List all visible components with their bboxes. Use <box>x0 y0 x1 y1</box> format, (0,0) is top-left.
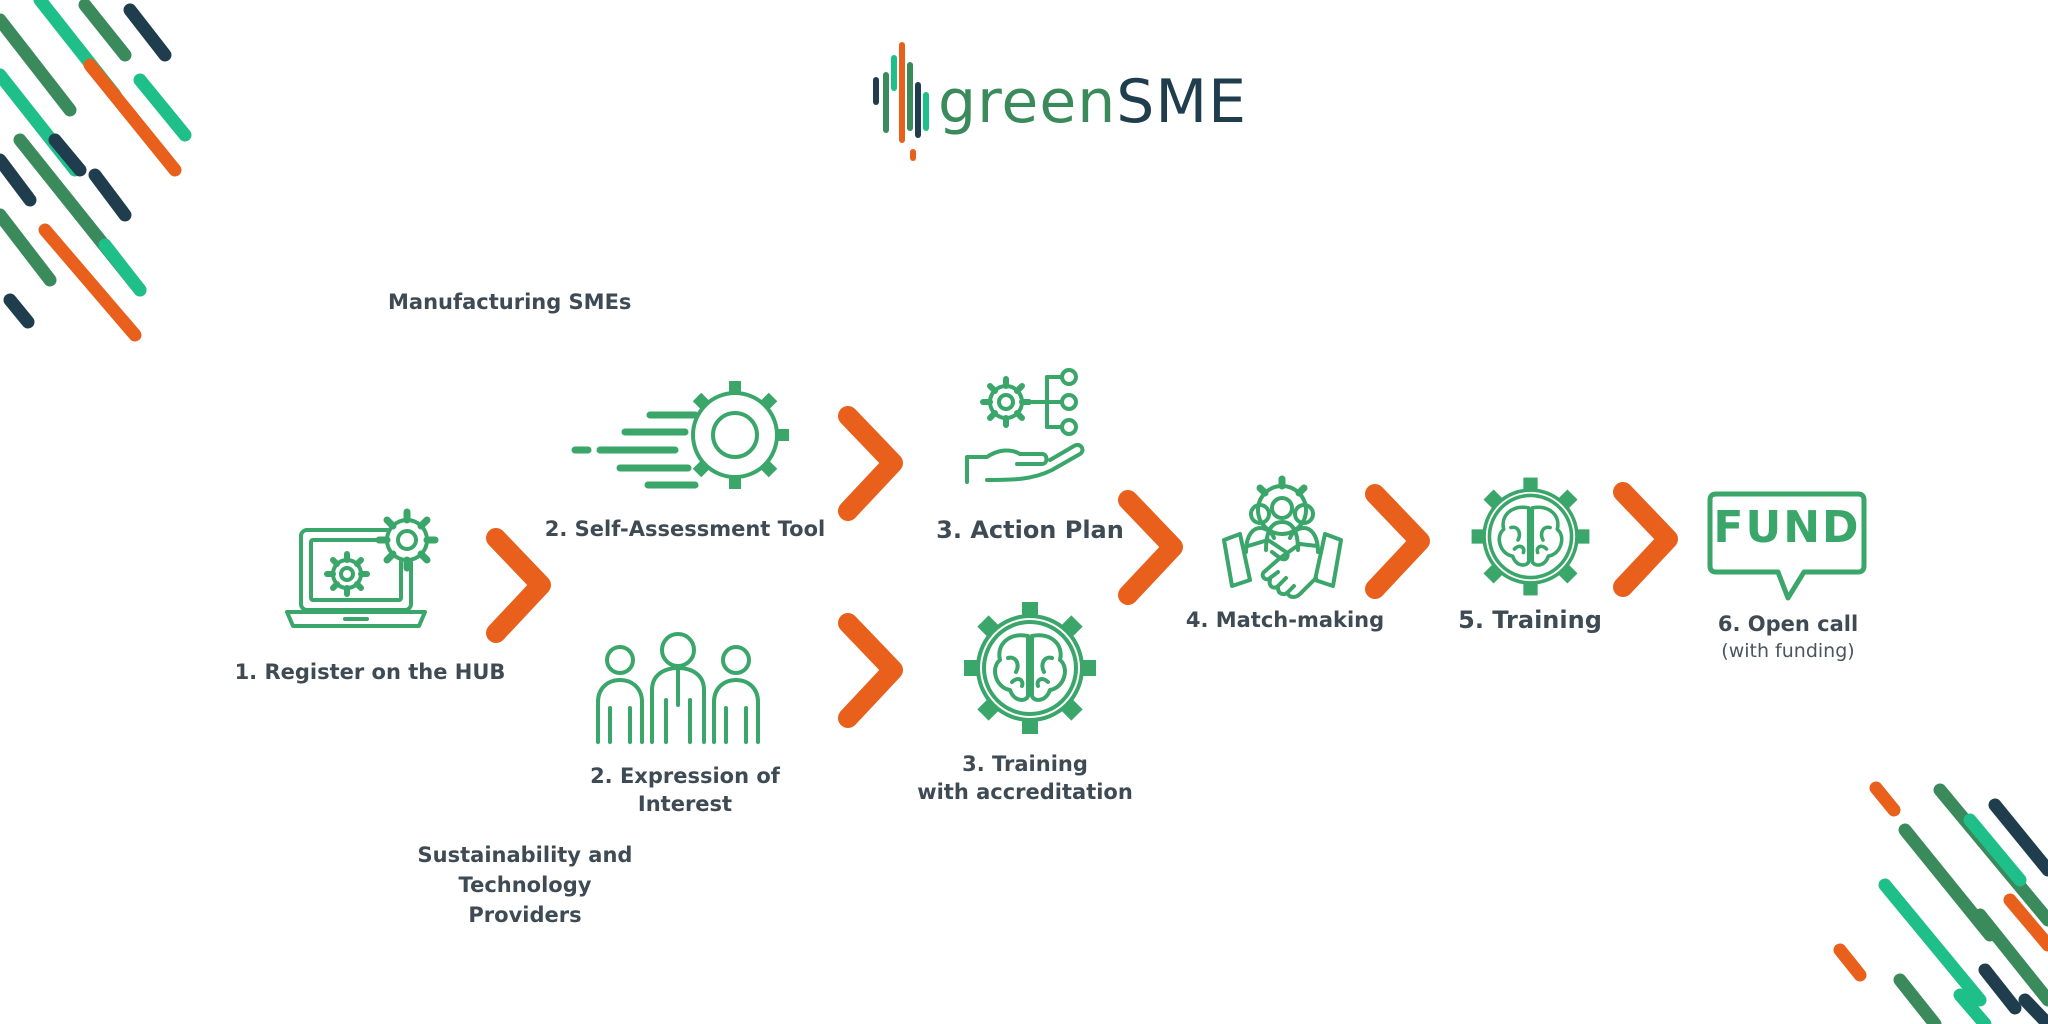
chevron-right-icon <box>1365 484 1430 599</box>
step-label-training-accreditation: 3. Training with accreditation <box>900 750 1150 806</box>
fund-text: FUND <box>1713 502 1861 553</box>
chevron-right-icon <box>1118 490 1183 605</box>
decorative-stripes-top-left <box>0 0 192 342</box>
step-label-open-call: 6. Open call (with funding) <box>1668 612 1908 662</box>
brand-logo: greenSME <box>938 72 1247 132</box>
fund-speech-bubble-icon: FUND <box>1707 488 1868 608</box>
step-label-expression-line1: 2. Expression of <box>590 764 780 788</box>
decorative-stripes-bottom-right <box>1833 781 2048 1024</box>
laptop-gears-icon <box>285 500 445 645</box>
chevron-right-icon <box>838 406 903 521</box>
step-label-expression: 2. Expression of Interest <box>560 762 810 818</box>
step-label-open-call-sub: (with funding) <box>1721 640 1855 662</box>
group-label-manufacturing: Manufacturing SMEs <box>388 290 632 314</box>
step-label-action-plan: 3. Action Plan <box>936 516 1124 544</box>
step-label-training: 5. Training <box>1458 606 1602 634</box>
step-label-open-call-main: 6. Open call <box>1717 612 1859 636</box>
gear-brain-icon <box>1468 474 1593 599</box>
step-label-expression-line2: Interest <box>637 792 733 816</box>
step-label-matchmaking: 4. Match-making <box>1185 608 1385 632</box>
step-label-training-accreditation-line1: 3. Training <box>962 752 1088 776</box>
step-label-register: 1. Register on the HUB <box>234 660 506 684</box>
gear-brain-icon <box>960 598 1100 738</box>
people-group-icon <box>590 630 765 745</box>
speed-gear-icon <box>570 375 795 495</box>
chevron-right-icon <box>838 613 903 728</box>
brand-name-sme: SME <box>1116 67 1248 137</box>
step-label-training-accreditation-line2: with accreditation <box>917 780 1133 804</box>
chevron-right-icon <box>486 528 551 643</box>
hand-gear-network-icon <box>962 362 1092 492</box>
group-label-providers: Sustainability and Technology Providers <box>400 840 650 930</box>
group-label-providers-line2: Technology Providers <box>458 873 592 927</box>
greensme-logo-bars-icon <box>873 42 929 161</box>
chevron-right-icon <box>1613 482 1678 597</box>
brand-name-green: green <box>938 67 1117 137</box>
step-label-self-assessment: 2. Self-Assessment Tool <box>544 517 826 541</box>
group-label-providers-line1: Sustainability and <box>417 843 633 867</box>
handshake-team-icon <box>1220 475 1345 605</box>
